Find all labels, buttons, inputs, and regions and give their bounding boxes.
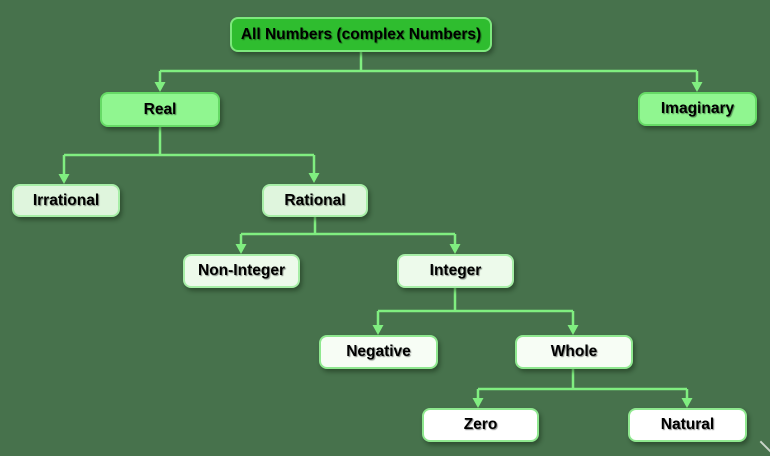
edge-real-children [62,127,316,174]
arrow-to-negative [372,325,384,335]
node-negative-label: Negative [346,343,411,360]
arrow-to-zero [472,398,484,408]
node-zero: Zero [422,408,539,442]
arrow-to-whole [567,325,579,335]
node-natural: Natural [628,408,747,442]
node-whole: Whole [515,335,633,369]
arrow-to-rational [308,173,320,183]
node-rational-label: Rational [284,191,346,209]
node-integer-label: Integer [429,262,482,279]
edge-rational-children [239,217,457,244]
node-integer: Integer [397,254,514,288]
arrow-to-natural [681,398,693,408]
node-all-numbers: All Numbers (complex Numbers) [230,17,492,52]
node-zero-label: Zero [463,416,498,433]
node-rational: Rational [262,184,368,217]
edge-integer-children [376,288,575,325]
connector-arrowheads [58,82,703,408]
arrow-to-noninteger [235,244,247,254]
arrow-to-imaginary [691,82,703,92]
node-non-integer-label: Non-Integer [198,262,285,279]
node-real-label: Real [143,100,177,118]
arrow-to-real [154,82,166,92]
edge-allnumbers-children [158,52,699,83]
node-non-integer: Non-Integer [183,254,300,288]
arrow-to-integer [449,244,461,254]
node-natural-label: Natural [660,416,715,433]
node-all-numbers-label: All Numbers (complex Numbers) [240,25,482,43]
node-irrational: Irrational [12,184,120,217]
edge-whole-children [476,369,689,398]
connector-strokes [62,52,699,398]
node-imaginary-label: Imaginary [660,100,735,117]
node-real: Real [100,92,220,127]
node-imaginary: Imaginary [638,92,757,126]
arrow-to-irrational [58,174,70,184]
node-whole-label: Whole [550,343,598,360]
node-negative: Negative [319,335,438,369]
node-irrational-label: Irrational [32,191,100,209]
